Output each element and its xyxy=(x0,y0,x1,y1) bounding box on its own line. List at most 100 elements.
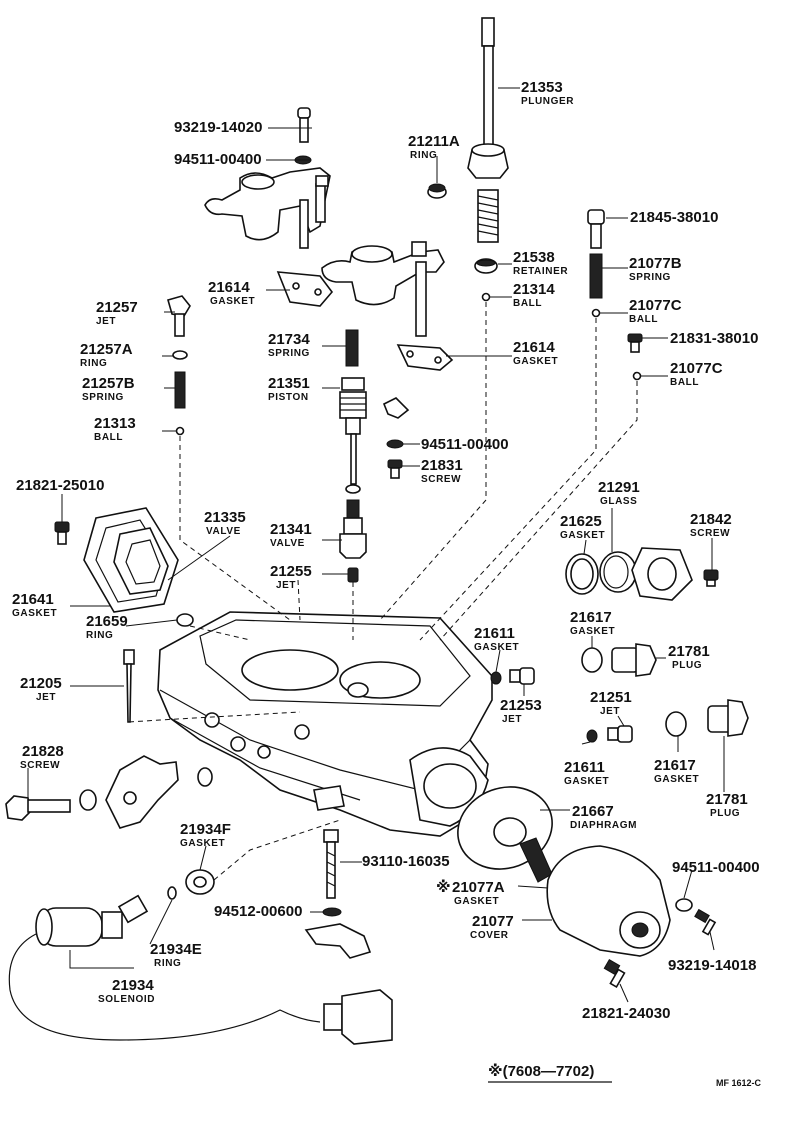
part-number: 21211A xyxy=(408,133,460,150)
part-name: PISTON xyxy=(268,392,309,403)
part-name: RING xyxy=(410,150,437,161)
part-number: 21313 xyxy=(94,415,136,432)
gasket-21934f-hole xyxy=(193,876,207,888)
jet-21257-drawing xyxy=(167,295,191,337)
part-number: 21828 xyxy=(22,743,64,760)
part-name: RING xyxy=(86,630,113,641)
gasket-21641-drawing xyxy=(83,507,179,613)
screw-21821-24030-drawing xyxy=(603,958,626,989)
part-name: SPRING xyxy=(629,272,671,283)
footnote-mark: ※ xyxy=(436,878,451,896)
spring-21734-drawing xyxy=(345,329,359,367)
jet-21253-drawing xyxy=(509,667,535,685)
part-number: 21077C xyxy=(629,297,682,314)
part-number: 93219-14020 xyxy=(174,119,262,136)
ring-21934e-drawing xyxy=(167,886,177,900)
lower-lever-drawing xyxy=(321,241,445,337)
part-number: 21934E xyxy=(150,941,202,958)
gasket-21625-drawing xyxy=(565,553,599,595)
part-name: COVER xyxy=(470,930,509,941)
part-number: 94511-00400 xyxy=(174,151,262,168)
part-number: 21077C xyxy=(670,360,723,377)
part-number: 21831 xyxy=(421,457,463,474)
part-number: 21077A xyxy=(452,879,505,896)
cover-drawing xyxy=(546,845,671,957)
part-number: 21614 xyxy=(208,279,250,296)
washer-bottom-drawing xyxy=(675,898,693,912)
gasket-21611-top-drawing xyxy=(490,671,502,685)
part-name: GASKET xyxy=(474,642,519,653)
part-name: GASKET xyxy=(180,838,225,849)
washer-94512-drawing xyxy=(322,907,342,917)
plate-code: MF 1612-C xyxy=(716,1078,762,1088)
piston-drawing xyxy=(339,377,367,494)
part-name: PLUNGER xyxy=(521,96,574,107)
clip-drawing xyxy=(382,397,410,419)
part-number: 21821-25010 xyxy=(16,477,104,494)
throttle-lever-drawing xyxy=(105,755,179,829)
part-name: JET xyxy=(502,714,522,725)
part-name: BALL xyxy=(670,377,699,388)
jet-21205-drawing xyxy=(123,649,135,723)
part-name: PLUG xyxy=(672,660,702,671)
part-name: VALVE xyxy=(206,526,241,537)
ring-21257a-drawing xyxy=(172,350,188,360)
screw-21842-drawing xyxy=(703,569,719,587)
gasket-21614-top-drawing xyxy=(276,271,334,307)
part-number: 21667 xyxy=(572,803,614,820)
gasket-21614-mid-drawing xyxy=(396,344,454,371)
part-name: JET xyxy=(36,692,56,703)
assembly-dashed-lines xyxy=(128,302,638,881)
plunger-spring-drawing xyxy=(477,189,499,243)
part-name: GASKET xyxy=(210,296,255,307)
part-number: 21205 xyxy=(20,675,62,692)
part-number: 94511-00400 xyxy=(672,859,760,876)
part-number: 21821-24030 xyxy=(582,1005,670,1022)
part-number: 21781 xyxy=(668,643,710,660)
part-number: 21934F xyxy=(180,821,231,838)
part-number: 21253 xyxy=(500,697,542,714)
part-number: 21335 xyxy=(204,509,246,526)
ball-21077c-bottom-drawing xyxy=(632,371,642,381)
part-number: 21341 xyxy=(270,521,312,538)
jet-21251-drawing xyxy=(607,725,633,743)
part-name: VALVE xyxy=(270,538,305,549)
part-number: 94511-00400 xyxy=(421,436,509,453)
ball-21313-drawing xyxy=(175,426,185,436)
part-number: 21734 xyxy=(268,331,310,348)
part-number: 21831-38010 xyxy=(670,330,758,347)
carburetor-body-drawing xyxy=(157,611,493,837)
part-number: 21353 xyxy=(521,79,563,96)
gasket-21617-bottom-drawing xyxy=(665,711,687,737)
part-name: RING xyxy=(80,358,107,369)
sight-plate-drawing xyxy=(631,547,693,601)
part-number: 21641 xyxy=(12,591,54,608)
part-name: BALL xyxy=(94,432,123,443)
retainer-drawing xyxy=(474,258,498,274)
part-name: SPRING xyxy=(82,392,124,403)
part-number: 93219-14018 xyxy=(668,957,756,974)
part-name: GASKET xyxy=(12,608,57,619)
ball-21314-drawing xyxy=(481,292,491,302)
part-number: 21251 xyxy=(590,689,632,706)
screw-93219-14018-drawing xyxy=(694,908,717,936)
part-number: 21257A xyxy=(80,341,133,358)
gasket-21611-bottom-drawing xyxy=(586,729,598,743)
part-number: 21611 xyxy=(474,625,515,642)
screw-21821-25010-drawing xyxy=(54,521,70,545)
part-name: GASKET xyxy=(564,776,609,787)
part-number: 21538 xyxy=(513,249,555,266)
part-name: SCREW xyxy=(20,760,60,771)
part-number: 21842 xyxy=(690,511,732,528)
plunger-drawing xyxy=(467,17,509,179)
part-number: 21614 xyxy=(513,339,555,356)
period-note: ※(7608—7702) xyxy=(488,1062,594,1080)
screw-21831-drawing xyxy=(387,459,403,479)
part-name: JET xyxy=(600,706,620,717)
screw-93219-14020-drawing xyxy=(297,107,311,143)
part-name: GASKET xyxy=(570,626,615,637)
part-number: 21781 xyxy=(706,791,748,808)
screw-93110-drawing xyxy=(323,829,339,899)
ball-21077c-top-drawing xyxy=(591,308,601,318)
part-name: SPRING xyxy=(268,348,310,359)
